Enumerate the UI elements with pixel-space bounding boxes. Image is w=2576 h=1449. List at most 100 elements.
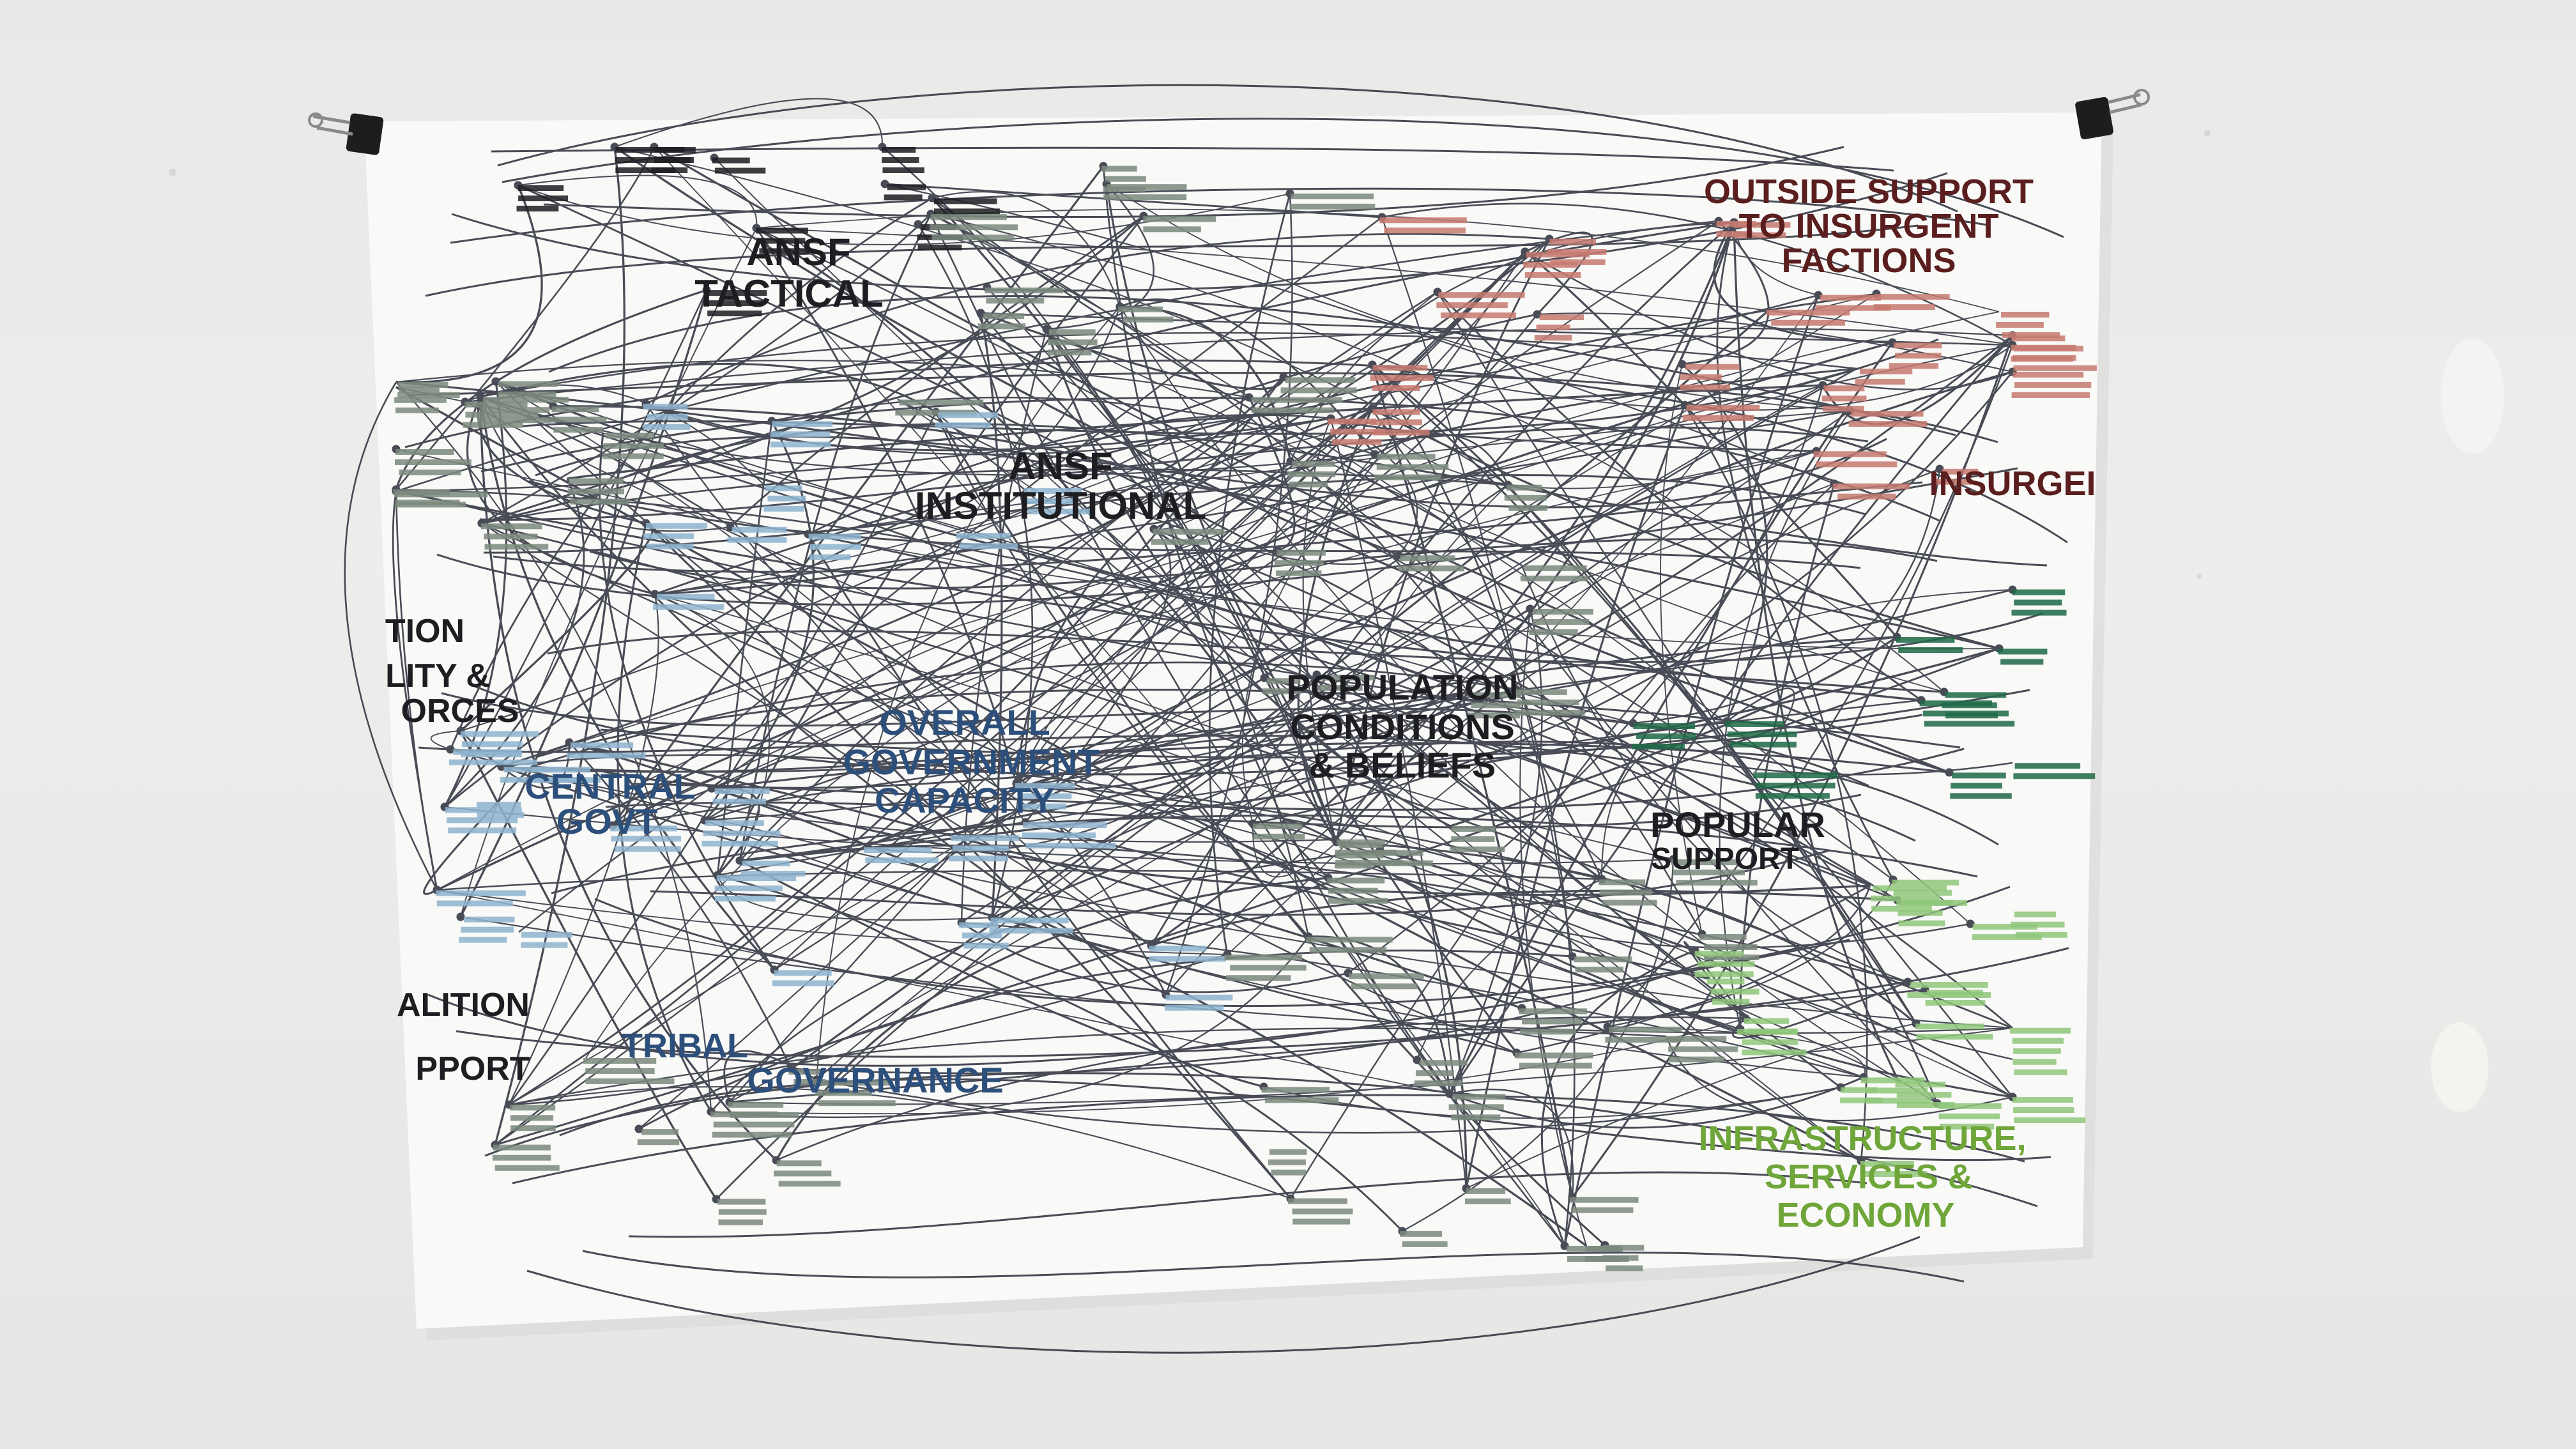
variable-node-bar [1471,702,1521,709]
variable-node [637,1129,680,1146]
variable-node-bar [1466,1188,1506,1194]
causal-link [1252,823,1337,878]
variable-node-bar [959,922,999,928]
variable-node-bar [934,208,1000,215]
variable-node-bar [1570,1197,1639,1203]
variable-node [985,288,1064,304]
variable-node-bar [2002,332,2060,338]
variable-node-bar [2011,392,2090,398]
causal-link [494,251,1526,1146]
variable-node-bar [938,412,999,418]
variable-node [1598,879,1657,906]
causal-link [395,289,707,490]
causal-link [436,889,1450,1094]
variable-node-bar [1285,377,1356,383]
variable-node-bar [774,1170,832,1177]
causal-links [344,84,2069,1354]
variable-node-bar [1633,723,1696,730]
causal-link [479,396,776,971]
causal-link [512,1094,2025,1184]
variable-node [1815,295,1891,311]
variable-node [583,1057,675,1084]
causal-link [617,523,712,1112]
label-ansf-tactical-1: ANSF [746,231,850,273]
label-central-govt-2: GOVT [556,801,658,841]
variable-node [808,533,862,560]
variable-node [643,523,707,549]
variable-node [1936,468,1979,485]
variable-node-bar [1153,528,1225,535]
variable-node-bar [1755,793,1830,799]
variable-node-bar [1149,956,1226,962]
variable-node [1605,1026,1682,1043]
variable-node-bar [1335,859,1404,866]
variable-node-bar [1668,1046,1738,1052]
causal-link [509,1085,1291,1199]
variable-node [1151,528,1225,545]
variable-node [740,861,806,877]
variable-node-bar [1599,889,1652,896]
variable-node-bar [1733,222,1791,228]
variable-node-bar [1468,712,1520,719]
variable-node-bar [1840,1097,1883,1103]
variable-node-bar [986,298,1045,304]
variable-node-bar [448,759,537,765]
variable-node-bar [1328,887,1378,894]
variable-node [1103,184,1187,201]
variable-node [1519,1008,1588,1035]
variable-node-bar [1694,951,1744,957]
variable-node-bar [568,478,624,484]
variable-node-bar [395,448,454,455]
variable-node-bar [1727,731,1797,737]
variable-node [2011,344,2097,371]
variable-node-bar [1926,990,1983,996]
causal-link [425,224,1919,297]
variable-node-bar [461,731,539,737]
link-arrowhead [914,220,923,229]
variable-node-bar [459,937,507,943]
label-popular-support-1: POPULAR [1650,804,1825,845]
variable-node-bar [1276,549,1326,556]
variable-node-bar [1274,560,1324,566]
variable-node-bar [1924,721,2015,727]
variable-node-bar [653,604,724,610]
causal-link [567,384,1823,480]
variable-node [615,147,691,173]
variable-node-bar [397,392,460,398]
causal-link [493,481,1923,573]
variable-node-bar [1575,967,1623,973]
variable-node-bar [571,742,634,749]
variable-node-bar [516,205,559,211]
causal-link [1372,364,1917,1024]
variable-node-bar [989,928,1073,934]
variable-node [935,412,999,429]
variable-node-bar [1821,395,1867,402]
variable-node [1520,565,1588,581]
causal-link [790,309,1770,1070]
causal-link [1683,941,1747,1019]
label-population-3: & BELIEFS [1309,745,1496,785]
label-infrastructure-1: INFRASTRUCTURE, [1699,1119,2027,1158]
causal-link [645,402,1331,452]
variable-node [1998,648,2048,665]
causal-link [808,414,1331,535]
variable-node [394,491,488,508]
variable-node-bar [464,401,528,408]
variable-node-bar [1414,1080,1463,1087]
variable-node-bar [395,502,466,508]
variable-node-bar [1747,1028,1797,1034]
variable-node-bar [1519,1029,1577,1035]
causal-link [645,403,1152,946]
causal-link [645,233,1550,405]
variable-node [1015,783,1075,809]
causal-link [418,734,1916,842]
variable-node [1374,454,1449,480]
variable-node-bar [1898,647,1963,654]
variable-node-bar [956,533,1011,539]
binder-clip-right-icon [2075,89,2150,140]
variable-node-bar [1402,1241,1448,1247]
causal-link [1016,371,2013,785]
variable-node-bar [550,417,607,423]
variable-node-bar [1048,329,1096,335]
label-central-govt-1: CENTRAL [525,766,696,806]
